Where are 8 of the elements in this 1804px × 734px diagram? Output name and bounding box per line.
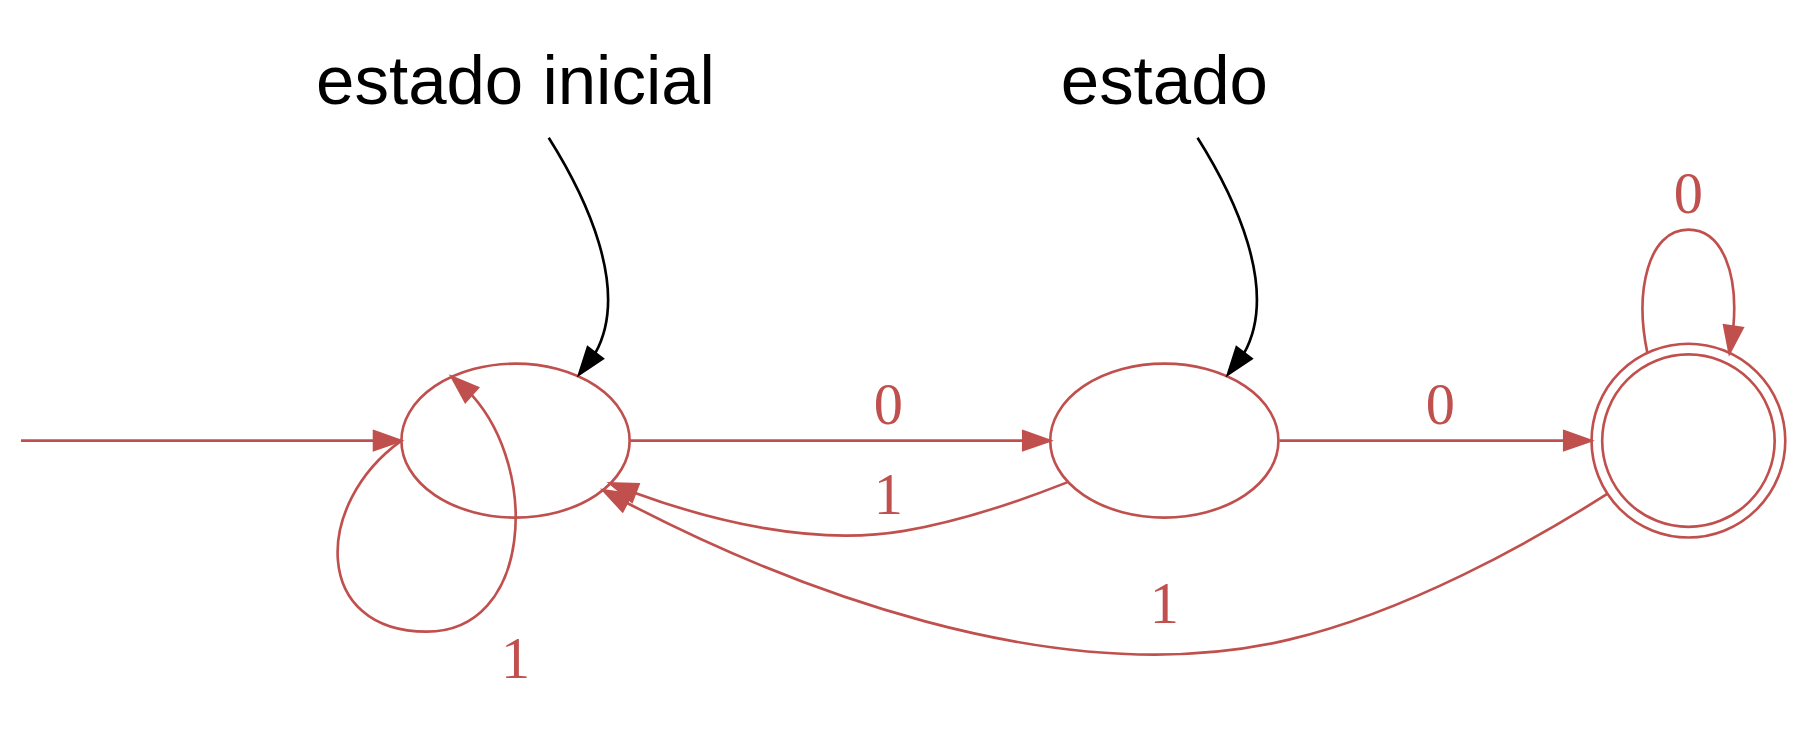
node-text: estado inicial xyxy=(316,42,715,120)
edge-label: 1 xyxy=(500,626,531,692)
edge-label: 0 xyxy=(873,371,903,437)
edge-label: 0 xyxy=(1673,160,1704,226)
node-text: estado xyxy=(1060,42,1268,120)
edge-label: 1 xyxy=(1149,570,1179,636)
edge-label: 1 xyxy=(873,461,903,527)
edge-label: 0 xyxy=(1425,371,1455,437)
